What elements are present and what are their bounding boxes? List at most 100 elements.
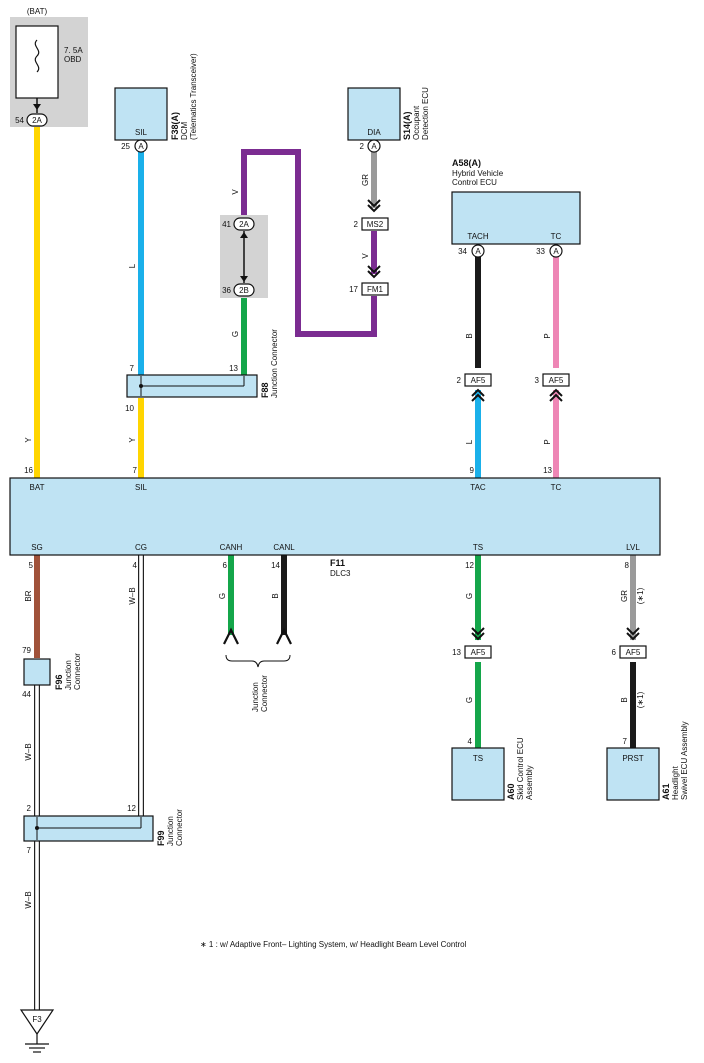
- chevron-down-icon: [471, 627, 485, 641]
- svg-text:F38(A): F38(A): [170, 112, 180, 140]
- chevron-up-icon: [276, 627, 292, 645]
- s14-pin-num: 2: [360, 142, 365, 151]
- s14-connector: [367, 139, 381, 153]
- f38-caption: F38(A) DCM (Telematics Transceiver): [170, 53, 198, 140]
- fuse-box: [15, 25, 59, 99]
- component-f96-junction: [23, 658, 51, 686]
- a58-pin-33: 33: [536, 247, 545, 256]
- footnote: ∗ 1 : w/ Adaptive Front– Lighting System…: [200, 940, 467, 949]
- svg-text:F99: F99: [156, 830, 166, 846]
- f88-pin-13: 13: [229, 364, 238, 373]
- dlc3-pin-num-ts: 12: [465, 561, 474, 570]
- f88-pin-10: 10: [125, 404, 134, 413]
- svg-text:Swivel ECU Assembly: Swivel ECU Assembly: [680, 721, 689, 800]
- a61-pin-num: 7: [623, 737, 628, 746]
- f99-wire-label: W–B: [24, 891, 33, 908]
- component-a58-hv-ecu: [451, 191, 581, 245]
- a58-connector-2: [549, 244, 563, 258]
- bat-y-wire-label: Y: [24, 437, 33, 443]
- f99-pin-2: 2: [27, 804, 32, 813]
- connector-2a-bat-label: 2A: [32, 116, 42, 125]
- connector-2b-label: 2B: [239, 286, 249, 295]
- l-wire-label: L: [128, 263, 137, 268]
- dlc3-pin-num-tac: 9: [470, 466, 475, 475]
- f38-connector-label: A: [138, 142, 144, 151]
- g-wire-label: G: [231, 331, 240, 337]
- f96-caption: F96 Junction Connector: [54, 653, 82, 690]
- svg-text:F88: F88: [260, 382, 270, 398]
- connector-2a: [233, 217, 255, 231]
- svg-text:Junction: Junction: [166, 816, 175, 846]
- svg-text:Junction: Junction: [251, 682, 260, 712]
- dlc3-pin-name-cg: CG: [135, 543, 147, 552]
- s14-connector-label: A: [371, 142, 377, 151]
- dlc3-pin-num-bat: 16: [24, 466, 33, 475]
- connector-fm1: [361, 282, 389, 296]
- dlc3-pin-name-canh: CANH: [220, 543, 243, 552]
- f99-caption: F99 Junction Connector: [156, 809, 184, 846]
- f96-pin-44: 44: [22, 690, 31, 699]
- connector-ms2-label: MS2: [367, 220, 384, 229]
- s14-caption: S14(A) Occupant Detection ECU: [402, 87, 430, 140]
- af5-lvl-pin: 6: [612, 648, 617, 657]
- dlc3-pin-num-tc: 13: [543, 466, 552, 475]
- dlc3-pin-num-lvl: 8: [625, 561, 630, 570]
- can-junction-brace: [225, 654, 291, 668]
- ms2-wire-label: V: [361, 253, 370, 259]
- a60-caption: A60 Skid Control ECU Assembly: [506, 737, 534, 800]
- sg-wire-label: BR: [24, 590, 33, 601]
- dlc3-pin-num-canl: 14: [271, 561, 280, 570]
- chevron-up-icon: [223, 627, 239, 645]
- sil-y-wire-label: Y: [128, 437, 137, 443]
- pin-bat-54: 54: [15, 116, 24, 125]
- f88-pin-7: 7: [130, 364, 135, 373]
- canl-wire-label: B: [271, 593, 280, 598]
- dlc3-pin-num-canh: 6: [223, 561, 228, 570]
- f99-pin-7: 7: [27, 846, 32, 855]
- component-a60-skid-ecu: [451, 747, 505, 801]
- af5-lvl-note: (∗1): [636, 691, 645, 708]
- arrow-down-icon: [240, 276, 248, 282]
- tach-wire-label: B: [465, 333, 474, 338]
- a58-connector-1-label: A: [475, 247, 481, 256]
- svg-text:Detection ECU: Detection ECU: [421, 87, 430, 140]
- af5-ts-pin: 13: [452, 648, 461, 657]
- connector-fm1-label: FM1: [367, 285, 384, 294]
- dlc3-pin-name-tac: TAC: [470, 483, 486, 492]
- f96-wire-label: W–B: [24, 743, 33, 760]
- dlc3-pin-name-sil: SIL: [135, 483, 148, 492]
- svg-text:Connector: Connector: [73, 653, 82, 690]
- svg-text:DCM: DCM: [180, 121, 189, 140]
- f99-splice-dot: [35, 826, 39, 830]
- fuse-rating: 7. 5A: [64, 46, 83, 55]
- bat-label: (BAT): [27, 7, 48, 16]
- connector-af5-ts: [464, 645, 492, 659]
- chevron-down-icon: [626, 627, 640, 641]
- connector-af5-lvl-label: AF5: [626, 648, 641, 657]
- af5-tac-pin: 2: [457, 376, 462, 385]
- f99-pin-12: 12: [127, 804, 136, 813]
- connector-af5-tc-label: AF5: [549, 376, 564, 385]
- tac-wire-label: L: [465, 439, 474, 444]
- af5-ts-wire-label: G: [465, 697, 474, 703]
- ms2-pin-num: 2: [354, 220, 359, 229]
- connector-2a-label: 2A: [239, 220, 249, 229]
- af5-tc-pin: 3: [535, 376, 540, 385]
- a61-pin-name: PRST: [622, 754, 643, 763]
- f96-pin-79: 79: [22, 646, 31, 655]
- a58-connector-2-label: A: [553, 247, 559, 256]
- a60-pin-name: TS: [473, 754, 483, 763]
- dlc3-pin-name-lvl: LVL: [626, 543, 640, 552]
- dlc3-pin-num-sil: 7: [133, 466, 138, 475]
- tc-wire-label: P: [543, 333, 552, 338]
- svg-text:Hybrid Vehicle: Hybrid Vehicle: [452, 169, 504, 178]
- svg-text:A58(A): A58(A): [452, 158, 481, 168]
- dlc3-pin-name-sg: SG: [31, 543, 43, 552]
- svg-text:A60: A60: [506, 783, 516, 800]
- a58-pin2-name: TC: [551, 232, 562, 241]
- svg-text:S14(A): S14(A): [402, 111, 412, 140]
- pin-41: 41: [222, 220, 231, 229]
- s14-pin-name: DIA: [367, 128, 381, 137]
